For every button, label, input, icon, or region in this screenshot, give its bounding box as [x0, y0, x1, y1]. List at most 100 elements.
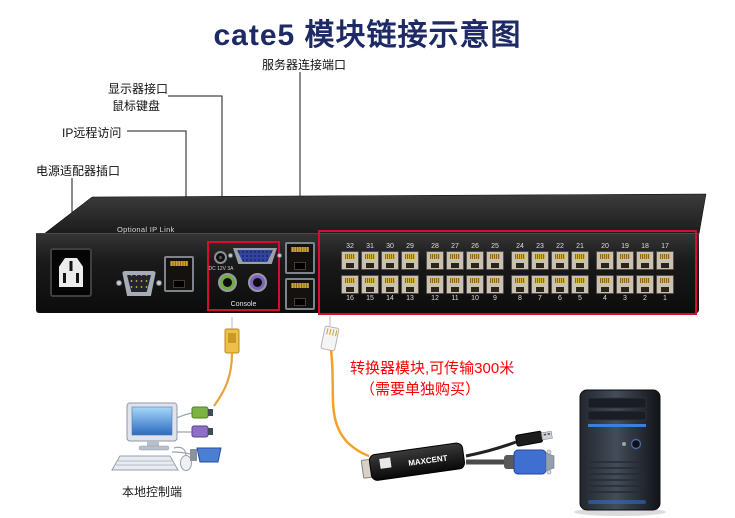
- rj45-port: [361, 275, 379, 294]
- local-terminal-label: 本地控制端: [122, 485, 183, 499]
- page-title: cate5 模块链接示意图: [0, 10, 735, 54]
- console-cables: [169, 412, 197, 457]
- ps2-mouse-port: [248, 273, 267, 292]
- server-port-column: 19: [616, 242, 634, 270]
- rj45-port: [486, 275, 504, 294]
- callout-monitor-interface: 显示器接口: [108, 82, 169, 96]
- rj45-port: [381, 251, 399, 270]
- rj45-port: [636, 251, 654, 270]
- server-port-column: 6: [551, 275, 569, 303]
- server-port-column: 28: [426, 242, 444, 270]
- module-rj45-socket: [360, 458, 377, 479]
- rj45-port: [596, 275, 614, 294]
- rj45-port: [446, 251, 464, 270]
- server-port-column: 9: [486, 275, 504, 303]
- port-number-label: 24: [516, 243, 524, 250]
- port-number-label: 31: [366, 243, 374, 250]
- port-number-label: 18: [641, 243, 649, 250]
- local-computer-illustration: [111, 317, 240, 471]
- server-port-column: 10: [466, 275, 484, 303]
- server-port-column: 15: [361, 275, 379, 303]
- port-number-label: 12: [431, 295, 439, 302]
- daisy-chain-rj45-port: [285, 278, 315, 310]
- port-number-label: 19: [621, 243, 629, 250]
- server-port-column: 16: [341, 275, 359, 303]
- port-number-label: 29: [406, 243, 414, 250]
- ip-link-rj45-port: [164, 256, 194, 292]
- brand-text: cate5: [213, 19, 296, 52]
- server-port-column: 22: [551, 242, 569, 270]
- server-port-column: 7: [531, 275, 549, 303]
- rj45-port: [616, 275, 634, 294]
- server-port-column: 29: [401, 242, 419, 270]
- port-number-label: 21: [576, 243, 584, 250]
- rj45-port: [381, 275, 399, 294]
- server-tower-illustration: [574, 389, 666, 516]
- rj45-port: [511, 275, 529, 294]
- title-text: 模块链接示意图: [295, 19, 522, 52]
- callout-line-monitor: [168, 95, 223, 242]
- server-port-column: 21: [571, 242, 589, 270]
- yellow-plug-icon: [213, 317, 240, 407]
- purchase-note: 转换器模块,可传输300米 （需要单独购买）: [350, 358, 514, 400]
- server-port-column: 4: [596, 275, 614, 303]
- rj45-port: [511, 251, 529, 270]
- ps2-green-connector-icon: [191, 406, 213, 419]
- mouse-icon: [180, 455, 192, 471]
- console-port-group: DC 12V 3A Console: [207, 241, 282, 311]
- keyboard-icon: [111, 455, 179, 471]
- port-number-label: 5: [578, 295, 582, 302]
- rj45-port: [571, 251, 589, 270]
- port-number-label: 23: [536, 243, 544, 250]
- note-line-1: 转换器模块,可传输300米: [350, 360, 515, 377]
- port-number-label: 8: [518, 295, 522, 302]
- callout-mouse-keyboard: 鼠标键盘: [112, 99, 161, 113]
- vga-plug-icon: [466, 449, 555, 475]
- screw-icon: [277, 253, 282, 258]
- power-inlet-socket: [50, 248, 92, 297]
- power-pin: [69, 261, 73, 271]
- rj45-port: [596, 251, 614, 270]
- screw-icon: [156, 280, 162, 286]
- port-number-label: 11: [451, 295, 459, 302]
- port-number-label: 10: [471, 295, 479, 302]
- port-number-label: 20: [601, 243, 609, 250]
- rj45-port: [426, 251, 444, 270]
- db9-pins: [127, 275, 151, 292]
- server-port-column: 5: [571, 275, 589, 303]
- vga-pin-block: [237, 250, 273, 262]
- port-number-label: 30: [386, 243, 394, 250]
- server-port-column: 25: [486, 242, 504, 270]
- port-number-label: 13: [406, 295, 414, 302]
- console-label: Console: [230, 301, 257, 308]
- rj45-port: [401, 251, 419, 270]
- server-port-column: 17: [656, 242, 674, 270]
- server-port-column: 31: [361, 242, 379, 270]
- callout-ip-remote-access: IP远程访问: [62, 126, 122, 140]
- note-line-2: （需要单独购买）: [360, 381, 481, 398]
- server-port-column: 20: [596, 242, 614, 270]
- rj45-port: [571, 275, 589, 294]
- rj45-port: [341, 251, 359, 270]
- rj45-port: [531, 251, 549, 270]
- optional-ip-link-label: Optional IP Link: [117, 225, 175, 234]
- rj45-port: [466, 251, 484, 270]
- port-number-label: 4: [603, 295, 607, 302]
- vga-connector-icon: [190, 447, 222, 463]
- daisy-chain-rj45-port: [285, 242, 315, 274]
- rj45-port: [531, 275, 549, 294]
- port-number-label: 3: [623, 295, 627, 302]
- server-port-column: 26: [466, 242, 484, 270]
- rj45-port: [446, 275, 464, 294]
- server-port-column: 30: [381, 242, 399, 270]
- port-number-label: 22: [556, 243, 564, 250]
- rj45-port: [341, 275, 359, 294]
- server-port-column: 14: [381, 275, 399, 303]
- server-port-column: 2: [636, 275, 654, 303]
- port-number-label: 2: [643, 295, 647, 302]
- port-number-label: 28: [431, 243, 439, 250]
- port-number-label: 7: [538, 295, 542, 302]
- port-number-label: 16: [346, 295, 354, 302]
